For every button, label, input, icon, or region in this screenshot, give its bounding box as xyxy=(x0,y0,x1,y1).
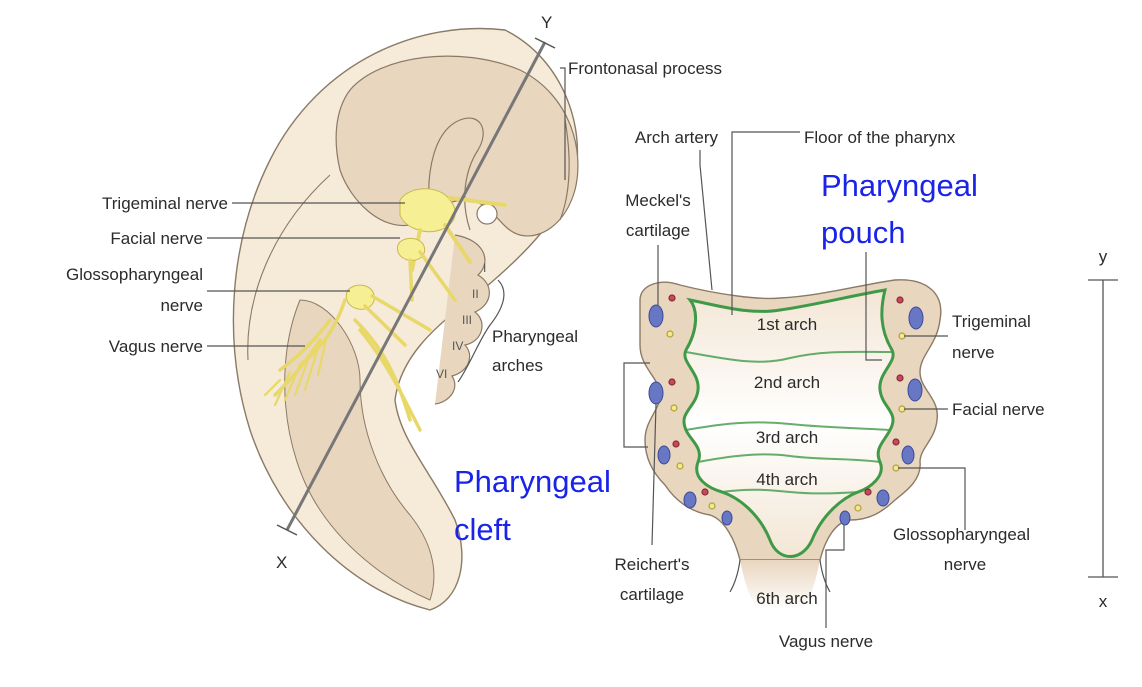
label-6th-arch: 6th arch xyxy=(756,589,817,608)
vagus-fibers xyxy=(263,338,328,407)
label-1st-arch: 1st arch xyxy=(757,315,817,334)
section-neck xyxy=(740,560,820,610)
label-glosso-2: nerve xyxy=(160,296,203,315)
cartilage-ovals xyxy=(648,304,924,526)
trigeminal-ganglion xyxy=(399,188,456,233)
label-3rd-arch: 3rd arch xyxy=(756,428,818,447)
label-meckel-2: cartilage xyxy=(626,221,690,240)
cartilage-right-6 xyxy=(839,510,851,526)
brain-fold xyxy=(428,117,484,231)
cartilage-right-4 xyxy=(876,489,890,507)
leader-reichert xyxy=(651,403,657,546)
embryo-drawing: I II III IV VI Y X Frontonasal process T… xyxy=(66,13,722,611)
label-arches-2: arches xyxy=(492,356,543,375)
label-reichert-1: Reichert's xyxy=(614,555,689,574)
label-glosso-r-1: Glossopharyngeal xyxy=(893,525,1030,544)
arch-divider-3 xyxy=(697,453,881,463)
neck-right-edge xyxy=(819,559,831,593)
glosso-ganglion xyxy=(345,284,375,310)
label-facial: Facial nerve xyxy=(110,229,203,248)
label-2nd-arch: 2nd arch xyxy=(754,373,820,392)
neck-left-edge xyxy=(729,559,741,593)
cartilage-left-4 xyxy=(683,491,697,509)
cartilage-right-1 xyxy=(908,306,924,330)
label-reichert-2: cartilage xyxy=(620,585,684,604)
arch-divider-2 xyxy=(685,421,891,431)
frontonasal-edge xyxy=(559,119,570,221)
arch-numeral-2: II xyxy=(472,287,479,301)
arch-bulges xyxy=(434,234,490,405)
leader-frontonasal xyxy=(560,67,566,180)
arch-divider-4 xyxy=(721,488,859,495)
label-floor: Floor of the pharynx xyxy=(804,128,956,147)
scale-label-x: x xyxy=(1099,592,1108,611)
dorsal-curve xyxy=(247,174,331,361)
arch-numeral-3: III xyxy=(462,313,472,327)
leader-vagus-r xyxy=(825,525,845,628)
embryo-head xyxy=(335,55,579,237)
label-arch-artery: Arch artery xyxy=(635,128,719,147)
cartilage-right-2 xyxy=(907,378,923,402)
scale-label-y: y xyxy=(1099,247,1108,266)
label-arches-1: Pharyngeal xyxy=(492,327,578,346)
cartilage-right-3 xyxy=(901,445,915,465)
label-pharyngeal-cleft-2: cleft xyxy=(454,512,511,547)
arches-bracket xyxy=(457,279,505,383)
leader-arch-artery xyxy=(699,150,713,291)
axis-label-X: X xyxy=(276,553,287,572)
label-meckel-1: Meckel's xyxy=(625,191,691,210)
leader-glosso-r xyxy=(898,467,966,530)
label-frontonasal: Frontonasal process xyxy=(568,59,722,78)
label-trigeminal: Trigeminal nerve xyxy=(102,194,228,213)
cartilage-left-6 xyxy=(721,510,733,526)
cartilage-left-2 xyxy=(648,381,664,405)
eye-vesicle xyxy=(476,203,498,225)
label-vagus-r: Vagus nerve xyxy=(779,632,873,651)
label-4th-arch: 4th arch xyxy=(756,470,817,489)
vessel-dots xyxy=(666,294,906,512)
arch-numeral-1: I xyxy=(483,261,486,275)
label-facial-r: Facial nerve xyxy=(952,400,1045,419)
leader-pouch xyxy=(865,252,882,361)
cartilage-left-1 xyxy=(648,304,664,328)
label-pharyngeal-pouch-1: Pharyngeal xyxy=(821,168,978,203)
label-glosso-r-2: nerve xyxy=(944,555,987,574)
label-pharyngeal-pouch-2: pouch xyxy=(821,215,905,250)
section-axis xyxy=(285,41,547,531)
lower-body-region xyxy=(284,299,435,601)
label-glosso-1: Glossopharyngeal xyxy=(66,265,203,284)
label-trigeminal-r-2: nerve xyxy=(952,343,995,362)
arch-numeral-6: VI xyxy=(436,367,447,381)
arch-divider-1 xyxy=(685,350,893,363)
facial-ganglion xyxy=(397,237,426,261)
label-trigeminal-r-1: Trigeminal xyxy=(952,312,1031,331)
cartilage-left-3 xyxy=(657,445,671,465)
label-vagus: Vagus nerve xyxy=(109,337,203,356)
pharynx-section: 1st arch 2nd arch 3rd arch 4th arch 6th … xyxy=(454,128,1118,651)
arch-numeral-4: IV xyxy=(452,339,463,353)
axis-tick-top xyxy=(534,37,556,49)
cranial-nerves xyxy=(263,188,507,432)
axis-label-Y: Y xyxy=(541,13,552,32)
axis-tick-bottom xyxy=(276,524,298,536)
leader-floor xyxy=(731,131,800,315)
leader-cleft xyxy=(623,362,650,448)
label-pharyngeal-cleft-1: Pharyngeal xyxy=(454,464,611,499)
